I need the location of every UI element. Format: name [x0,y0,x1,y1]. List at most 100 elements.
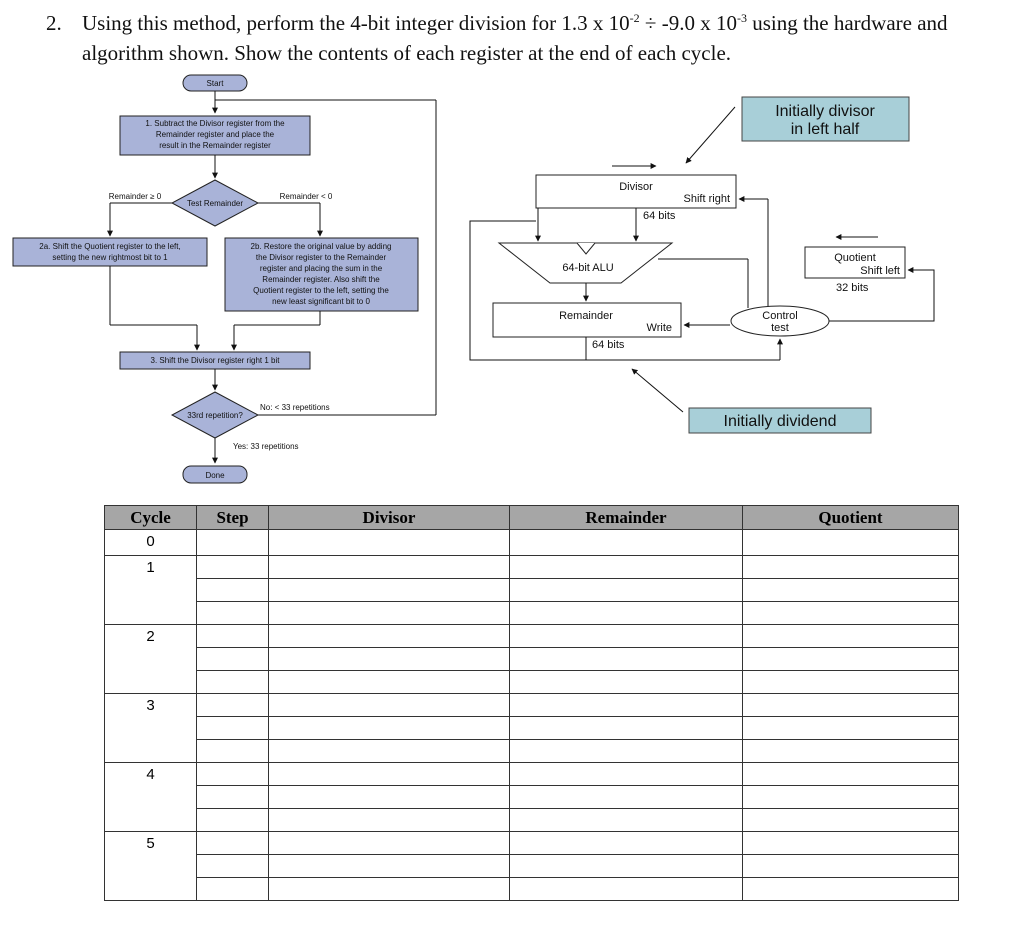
quotient-cell[interactable] [742,578,959,602]
quotient-cell[interactable] [742,762,959,786]
test-remainder-label: Test Remainder [187,199,243,208]
step2b-line5: Quotient register to the left, setting t… [253,286,389,295]
remainder-cell[interactable] [509,739,743,763]
remainder-cell[interactable] [509,808,743,832]
quotient-cell[interactable] [742,785,959,809]
remainder-cell[interactable] [509,785,743,809]
divisor-cell[interactable] [268,762,510,786]
remainder-cell[interactable] [509,831,743,855]
divisor-cell[interactable] [268,601,510,625]
step2b-line3: register and placing the sum in the [260,264,383,273]
quotient-cell[interactable] [742,877,959,901]
divisor-cell[interactable] [268,854,510,878]
table-row [105,578,959,602]
quotient-cell[interactable] [742,854,959,878]
quotient-cell[interactable] [742,693,959,717]
step-cell[interactable] [196,693,269,717]
note-divisor-line1: Initially divisor [775,103,875,120]
alu-shape [497,242,674,284]
table-row [105,716,959,740]
step-cell[interactable] [196,739,269,763]
step-cell[interactable] [196,647,269,671]
header-divisor: Divisor [268,505,510,530]
note-divisor-line2: in left half [791,121,860,138]
step-cell[interactable] [196,716,269,740]
remainder-cell[interactable] [509,647,743,671]
remainder-label: Remainder [559,310,613,322]
cycle-cell: 5 [104,831,197,901]
cycle-cell: 2 [104,624,197,694]
step-cell[interactable] [196,854,269,878]
rem-lt-label: Remainder < 0 [280,192,333,201]
divisor-cell[interactable] [268,647,510,671]
table-row [105,808,959,832]
bits64-a-label: 64 bits [643,210,676,222]
quotient-cell[interactable] [742,739,959,763]
header-quotient: Quotient [742,505,959,530]
step-cell[interactable] [196,762,269,786]
quotient-cell[interactable] [742,529,959,556]
table-row [105,647,959,671]
step1-line2: Remainder register and place the [156,130,275,139]
divisor-label: Divisor [619,181,653,193]
remainder-cell[interactable] [509,716,743,740]
done-label: Done [205,471,225,480]
question-line-a: Using this method, perform the 4-bit int… [82,11,630,35]
remainder-cell[interactable] [509,578,743,602]
divisor-cell[interactable] [268,693,510,717]
table-row: 1 [104,555,959,625]
step-cell[interactable] [196,529,269,556]
step-cell[interactable] [196,555,269,579]
table-row [105,877,959,901]
divisor-cell[interactable] [268,808,510,832]
quotient-cell[interactable] [742,555,959,579]
remainder-cell[interactable] [509,877,743,901]
yes-label: Yes: 33 repetitions [233,442,299,451]
table-row: 0 [104,529,959,556]
step2b-line6: new least significant bit to 0 [272,297,370,306]
quotient-cell[interactable] [742,831,959,855]
control-label-1: Control [762,310,797,322]
step-cell[interactable] [196,601,269,625]
test-remainder-diamond [170,179,260,227]
divisor-cell[interactable] [268,670,510,694]
divisor-cell[interactable] [268,624,510,648]
quotient-cell[interactable] [742,601,959,625]
quotient-cell[interactable] [742,716,959,740]
divisor-cell[interactable] [268,529,510,556]
quotient-cell[interactable] [742,808,959,832]
divisor-cell[interactable] [268,716,510,740]
question-number: 2. [46,11,62,35]
remainder-cell[interactable] [509,529,743,556]
flowchart: Start 1. Subtract the Divisor register f… [12,74,437,484]
remainder-cell[interactable] [509,854,743,878]
remainder-cell[interactable] [509,693,743,717]
divisor-cell[interactable] [268,739,510,763]
header-cycle: Cycle [104,505,197,530]
step-cell[interactable] [196,578,269,602]
divisor-cell[interactable] [268,831,510,855]
quotient-label: Quotient [834,252,876,264]
quotient-register [804,246,906,279]
step2a-line1: 2a. Shift the Quotient register to the l… [39,242,180,251]
step-cell[interactable] [196,785,269,809]
remainder-cell[interactable] [509,624,743,648]
remainder-cell[interactable] [509,555,743,579]
divisor-cell[interactable] [268,877,510,901]
remainder-cell[interactable] [509,601,743,625]
step-cell[interactable] [196,670,269,694]
step-cell[interactable] [196,877,269,901]
step-cell[interactable] [196,808,269,832]
step-cell[interactable] [196,624,269,648]
divisor-cell[interactable] [268,785,510,809]
remainder-cell[interactable] [509,762,743,786]
cycle-cell: 1 [104,555,197,625]
step-cell[interactable] [196,831,269,855]
divisor-cell[interactable] [268,555,510,579]
quotient-cell[interactable] [742,647,959,671]
quotient-cell[interactable] [742,624,959,648]
divisor-cell[interactable] [268,578,510,602]
header-step: Step [196,505,269,530]
quotient-cell[interactable] [742,670,959,694]
remainder-cell[interactable] [509,670,743,694]
